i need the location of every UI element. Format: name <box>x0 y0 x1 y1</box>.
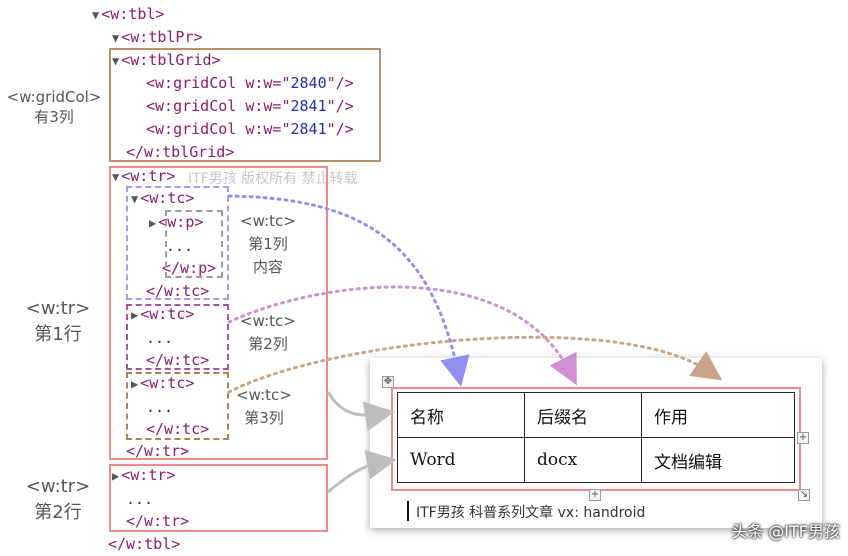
note-tc3-line2: 第3列 <box>244 409 284 427</box>
code-tr2-open[interactable]: ▶<w:tr> <box>112 466 176 484</box>
collapse-arrow-icon[interactable]: ▶ <box>112 469 120 483</box>
collapse-arrow-icon[interactable]: ▶ <box>149 216 157 230</box>
note-gridcol: <w:gridCol> 有3列 <box>2 87 106 127</box>
code-tc3-close: </w:tc> <box>146 420 210 438</box>
tc3-highlight-box <box>126 372 229 440</box>
code-tc1-close: </w:tc> <box>146 282 210 300</box>
table-cell[interactable]: 名称 <box>397 392 525 438</box>
code-tbl-close: </w:tbl> <box>108 535 181 553</box>
table-cell[interactable]: docx <box>524 437 642 483</box>
note-tc1-line3: 内容 <box>252 258 283 276</box>
code-tr2-dots: ... <box>126 490 154 508</box>
code-tbl-open[interactable]: ▼<w:tbl> <box>92 5 165 23</box>
tc2-highlight-box <box>126 304 229 370</box>
code-tr1-close: </w:tr> <box>126 442 190 460</box>
expand-arrow-icon[interactable]: ▼ <box>112 54 120 68</box>
code-gridcol-2: <w:gridCol w:w="2841"/> <box>146 97 354 115</box>
resize-handle-icon[interactable]: ↘ <box>798 489 810 501</box>
note-gridcol-line1: <w:gridCol> <box>6 88 102 106</box>
note-tc2-line2: 第2列 <box>248 335 288 353</box>
note-tc1: <w:tc> 第1列 内容 <box>232 211 304 277</box>
code-tc3-dots: ... <box>146 398 174 416</box>
note-tr1: <w:tr> 第1行 <box>12 296 104 348</box>
note-tr2: <w:tr> 第2行 <box>12 474 104 526</box>
code-tc2-close: </w:tc> <box>146 351 210 369</box>
tblgrid-highlight-box <box>109 48 381 162</box>
code-p-close: </w:p> <box>162 259 217 277</box>
code-p-dots: ... <box>166 237 194 255</box>
note-tc3: <w:tc> 第3列 <box>228 385 300 428</box>
expand-arrow-icon[interactable]: ▼ <box>131 192 139 206</box>
note-gridcol-line2: 有3列 <box>34 108 74 126</box>
note-tr1-line1: <w:tr> <box>25 298 91 319</box>
note-tr2-line1: <w:tr> <box>25 476 91 497</box>
caption-text: ITF男孩 科普系列文章 vx: handroid <box>416 505 646 521</box>
code-gridcol-1: <w:gridCol w:w="2840"/> <box>146 74 354 92</box>
table-cell[interactable]: 后缀名 <box>524 392 642 438</box>
code-tc2-open[interactable]: ▶<w:tc> <box>131 305 195 323</box>
expand-arrow-icon[interactable]: ▼ <box>92 8 100 22</box>
expand-arrow-icon[interactable]: ▼ <box>112 31 120 45</box>
code-tr2-close: </w:tr> <box>126 512 190 530</box>
table-row: 名称 后缀名 作用 <box>397 392 795 438</box>
note-tc2: <w:tc> 第2列 <box>232 311 304 354</box>
tr2-highlight-box <box>109 464 328 532</box>
code-tblgrid-open[interactable]: ▼<w:tblGrid> <box>112 51 221 69</box>
word-document-preview: ✥ 名称 后缀名 作用 Word docx 文档编辑 + + ↘ ITF男孩 科… <box>370 358 822 528</box>
add-row-icon[interactable]: + <box>797 432 809 444</box>
code-tr1-open[interactable]: ▼<w:tr> <box>112 167 176 185</box>
word-table: 名称 后缀名 作用 Word docx 文档编辑 <box>397 392 795 483</box>
note-tc2-line1: <w:tc> <box>240 312 296 330</box>
table-cell[interactable]: 作用 <box>641 392 795 438</box>
note-tc1-line2: 第1列 <box>248 235 288 253</box>
code-tc3-open[interactable]: ▶<w:tc> <box>131 374 195 392</box>
code-tblgrid-close: </w:tblGrid> <box>126 143 235 161</box>
add-column-icon[interactable]: + <box>589 489 601 501</box>
p-highlight-box <box>165 210 223 278</box>
note-tr2-line2: 第2行 <box>34 502 82 523</box>
note-tr1-line2: 第1行 <box>34 324 82 345</box>
expand-arrow-icon[interactable]: ▼ <box>112 170 120 184</box>
table-cell[interactable]: Word <box>397 437 525 483</box>
table-cell[interactable]: 文档编辑 <box>641 437 795 483</box>
code-tc1-open[interactable]: ▼<w:tc> <box>131 189 195 207</box>
collapse-arrow-icon[interactable]: ▶ <box>131 377 139 391</box>
code-gridcol-3: <w:gridCol w:w="2841"/> <box>146 120 354 138</box>
code-tblpr[interactable]: ▼<w:tblPr> <box>112 28 203 46</box>
note-tc1-line1: <w:tc> <box>240 212 296 230</box>
code-tc2-dots: ... <box>146 329 174 347</box>
table-row: Word docx 文档编辑 <box>397 437 795 483</box>
code-p-open[interactable]: ▶<w:p> <box>149 213 204 231</box>
note-tc3-line1: <w:tc> <box>236 386 292 404</box>
collapse-arrow-icon[interactable]: ▶ <box>131 308 139 322</box>
text-cursor <box>407 501 409 521</box>
watermark-text: ITF男孩 版权所有 禁止转载 <box>188 171 358 187</box>
footer-watermark: 头条 @ITF男孩 <box>731 522 840 541</box>
